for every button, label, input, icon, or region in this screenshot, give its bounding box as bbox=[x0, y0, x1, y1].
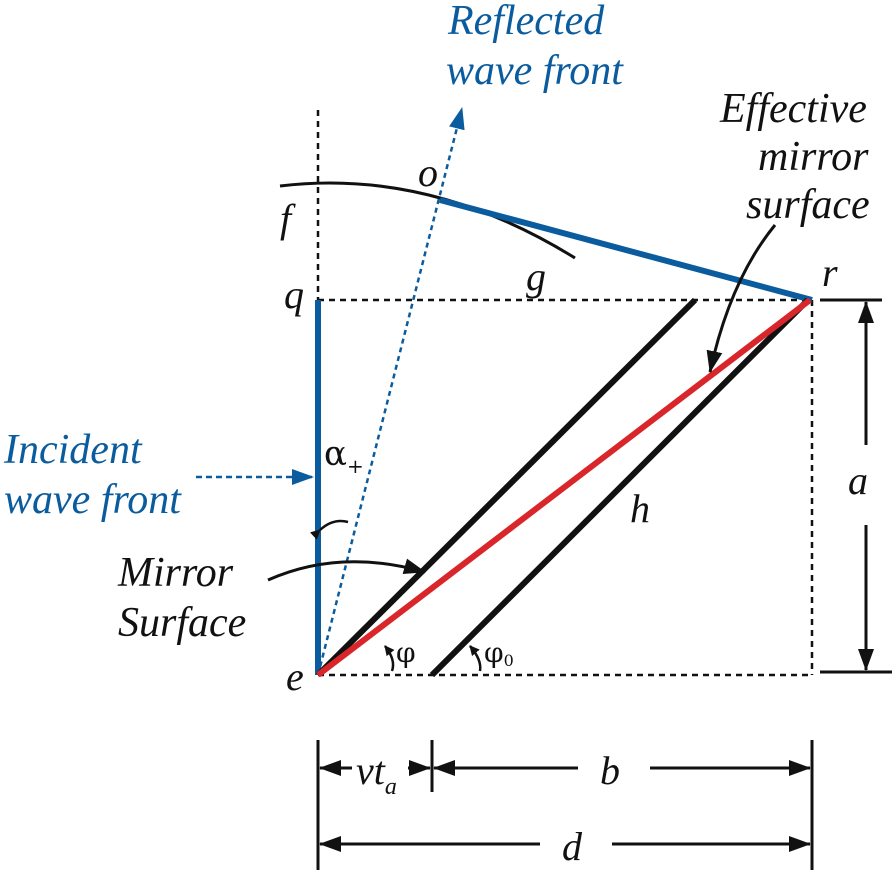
point-q-label: q bbox=[284, 272, 304, 317]
reflected-label-line1: Reflected bbox=[447, 0, 605, 44]
reflected-ray bbox=[316, 107, 465, 676]
effective-mirror-pointer bbox=[706, 224, 777, 373]
dim-d-label: d bbox=[562, 824, 583, 869]
mirror-label-line1: Mirror bbox=[117, 550, 234, 596]
alpha-label: α+ bbox=[324, 434, 364, 478]
mirror-surface-line bbox=[315, 297, 698, 678]
point-f-label: f bbox=[280, 196, 296, 241]
point-e-label: e bbox=[286, 654, 304, 699]
effective-label-line2: mirror bbox=[758, 134, 869, 180]
mirror-label-line2: Surface bbox=[118, 600, 246, 646]
phi-label: φ bbox=[396, 636, 416, 669]
mirror-surface-h-line bbox=[429, 297, 811, 678]
reflected-label-line2: wave front bbox=[446, 48, 624, 94]
dim-vt-label: vta bbox=[356, 748, 397, 800]
dim-b-label: b bbox=[600, 748, 620, 793]
point-o-label: o bbox=[418, 150, 438, 195]
effective-label-line3: surface bbox=[746, 182, 870, 228]
alpha-angle-arc bbox=[309, 519, 349, 540]
incident-label-line2: wave front bbox=[4, 477, 182, 523]
phi0-label: φ0 bbox=[484, 636, 514, 670]
dim-a-label: a bbox=[848, 458, 868, 503]
phi0-angle-arc bbox=[469, 645, 482, 672]
effective-label-line1: Effective bbox=[719, 86, 867, 132]
reflected-wavefront-line bbox=[439, 197, 813, 303]
point-r-label: r bbox=[822, 250, 838, 295]
effective-mirror-surface bbox=[316, 297, 812, 678]
incident-label-line1: Incident bbox=[3, 427, 143, 473]
point-h-label: h bbox=[630, 486, 650, 531]
point-g-label: g bbox=[526, 254, 546, 299]
phi-angle-arc bbox=[384, 645, 395, 672]
reflected-arc-fg bbox=[279, 181, 576, 260]
mirror-surface-pointer bbox=[267, 558, 426, 582]
